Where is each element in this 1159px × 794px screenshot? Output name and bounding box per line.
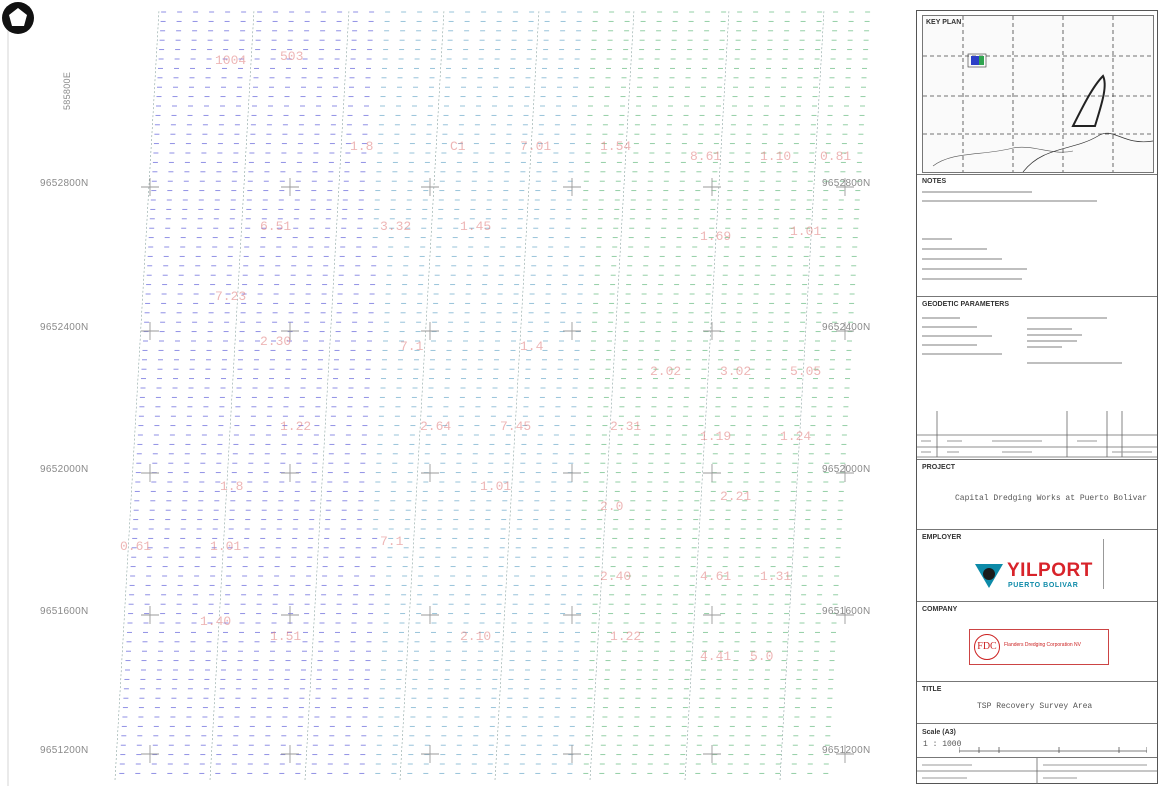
svg-text:4.61: 4.61 (700, 569, 731, 584)
geodetic-label: GEODETIC PARAMETERS (922, 301, 1009, 308)
project-value: Capital Dredging Works at Puerto Bolivar (955, 494, 1148, 503)
survey-plot: 1004 503 1.8 C1 7.01 1.54 8.61 1.10 0.81 6.51 3.32… (2, 2, 871, 786)
coord-left-5: 9651200N (40, 745, 89, 756)
svg-text:1.4: 1.4 (520, 339, 544, 354)
survey-lines (114, 9, 825, 781)
svg-text:0.61: 0.61 (120, 539, 151, 554)
svg-text:1.24: 1.24 (780, 429, 811, 444)
svg-text:8.61: 8.61 (690, 149, 721, 164)
svg-text:7.45: 7.45 (500, 419, 531, 434)
svg-text:7.23: 7.23 (215, 289, 246, 304)
title-block: KEY PLAN NOTES (916, 10, 1158, 784)
grid-crosses (141, 178, 854, 763)
north-arrow-icon (2, 2, 34, 34)
svg-text:7.1: 7.1 (400, 339, 424, 354)
footer-section (917, 757, 1157, 784)
svg-text:2.02: 2.02 (650, 364, 681, 379)
svg-text:3.02: 3.02 (720, 364, 751, 379)
fdc-name: Flanders Dredging Corporation NV (1004, 642, 1081, 648)
employer-section: EMPLOYER (917, 529, 1157, 541)
scale-bar (959, 747, 1147, 753)
yilport-mark-icon (975, 564, 1003, 588)
footer-text-lines (917, 758, 1157, 784)
fdc-mark: FDC (974, 634, 1000, 660)
svg-text:1.8: 1.8 (220, 479, 243, 494)
svg-text:1.01: 1.01 (210, 539, 241, 554)
svg-text:1.19: 1.19 (700, 429, 731, 444)
svg-text:6.51: 6.51 (260, 219, 291, 234)
svg-text:C1: C1 (450, 139, 466, 154)
scale-section: Scale (A3) 1 : 1000 (917, 723, 1157, 749)
key-plan: KEY PLAN (922, 15, 1154, 173)
notes-section: NOTES (917, 174, 1157, 280)
coord-left-4: 9651600N (40, 606, 89, 617)
svg-text:1004: 1004 (215, 53, 246, 68)
company-logo: FDC Flanders Dredging Corporation NV (969, 629, 1109, 665)
coord-top-1: 585800E (62, 71, 72, 110)
coord-right-5: 9651200N (822, 745, 871, 756)
svg-text:1.31: 1.31 (760, 569, 791, 584)
title-label: TITLE (922, 686, 942, 693)
svg-text:3.32: 3.32 (380, 219, 411, 234)
svg-text:1.54: 1.54 (600, 139, 631, 154)
revision-table (917, 411, 1157, 458)
project-label: PROJECT (922, 464, 956, 471)
svg-text:1.10: 1.10 (760, 149, 791, 164)
svg-text:2.31: 2.31 (610, 419, 641, 434)
svg-text:1.01: 1.01 (790, 224, 821, 239)
geodetic-text-lines (922, 317, 1122, 364)
coord-left-2: 9652400N (40, 322, 89, 333)
key-plan-map (923, 16, 1153, 172)
company-section: COMPANY (917, 601, 1157, 613)
coord-right-2: 9652400N (822, 322, 871, 333)
geodetic-section: GEODETIC PARAMETERS (917, 296, 1157, 364)
title-value: TSP Recovery Survey Area (977, 702, 1093, 711)
svg-text:2.10: 2.10 (460, 629, 491, 644)
scale-value: 1 : 1000 (923, 740, 962, 749)
svg-text:503: 503 (280, 49, 303, 64)
svg-text:5.05: 5.05 (790, 364, 821, 379)
employer-divider (1103, 539, 1104, 589)
svg-text:1.51: 1.51 (270, 629, 301, 644)
employer-logo: YILPORT PUERTO BOLIVAR (975, 556, 1095, 596)
svg-text:4.41: 4.41 (700, 649, 731, 664)
coord-right-4: 9651600N (822, 606, 871, 617)
employer-label: EMPLOYER (922, 534, 962, 541)
svg-text:1.45: 1.45 (460, 219, 491, 234)
svg-text:2.21: 2.21 (720, 489, 751, 504)
svg-text:2.64: 2.64 (420, 419, 451, 434)
svg-text:2.40: 2.40 (600, 569, 631, 584)
svg-text:2.30: 2.30 (260, 334, 291, 349)
survey-plot-canvas: 1004 503 1.8 C1 7.01 1.54 8.61 1.10 0.81 6.51 3.32… (7, 8, 871, 786)
coord-left-3: 9652000N (40, 464, 89, 475)
svg-text:5.0: 5.0 (750, 649, 773, 664)
svg-text:1.22: 1.22 (610, 629, 641, 644)
svg-text:1.01: 1.01 (480, 479, 511, 494)
coord-right-3: 9652000N (822, 464, 871, 475)
soundings (119, 11, 871, 774)
coord-left-1: 9652800N (40, 178, 89, 189)
depth-labels: 1004 503 1.8 C1 7.01 1.54 8.61 1.10 0.81 6.51 3.32… (120, 49, 851, 664)
svg-text:1.40: 1.40 (200, 614, 231, 629)
yilport-subtitle: PUERTO BOLIVAR (1008, 582, 1079, 589)
title-section: TITLE TSP Recovery Survey Area (917, 681, 1157, 711)
svg-text:7.1: 7.1 (380, 534, 404, 549)
key-plan-label: KEY PLAN (926, 19, 962, 26)
svg-text:7.01: 7.01 (520, 139, 551, 154)
svg-text:0.81: 0.81 (820, 149, 851, 164)
notes-label: NOTES (922, 178, 947, 185)
company-label: COMPANY (922, 606, 958, 613)
svg-text:1.69: 1.69 (700, 229, 731, 244)
svg-text:1.22: 1.22 (280, 419, 311, 434)
project-section: PROJECT Capital Dredging Works at Puerto… (917, 459, 1157, 503)
scale-label: Scale (A3) (922, 729, 956, 736)
notes-text-lines (922, 191, 1097, 280)
coord-right-1: 9652800N (822, 178, 871, 189)
svg-text:1.8: 1.8 (350, 139, 373, 154)
yilport-wordmark: YILPORT (1007, 560, 1093, 581)
svg-text:2.0: 2.0 (600, 499, 623, 514)
